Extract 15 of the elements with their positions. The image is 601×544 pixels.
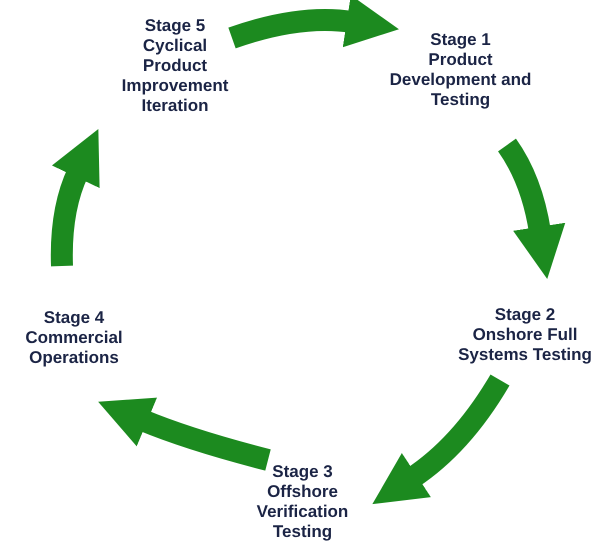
curved-arrow [498,138,566,279]
stage-heading: Stage 5 [144,16,206,36]
stage-heading: Stage 4 [44,308,104,328]
stage-description: Offshore Verification Testing [256,482,350,542]
curved-arrow [372,374,510,506]
stage-heading: Stage 2 [494,305,556,325]
stage-heading: Stage 3 [272,462,333,482]
stage-description: Product Development and Testing [388,50,532,110]
stage-heading: Stage 1 [430,30,491,50]
stage-description: Commercial Operations [24,328,124,368]
stage-description: Onshore Full Systems Testing [457,325,593,365]
curved-arrow [98,398,271,471]
curved-arrow [50,128,100,266]
curved-arrow [228,0,400,48]
stage-description: Cyclical Product Improvement Iteration [120,36,230,116]
